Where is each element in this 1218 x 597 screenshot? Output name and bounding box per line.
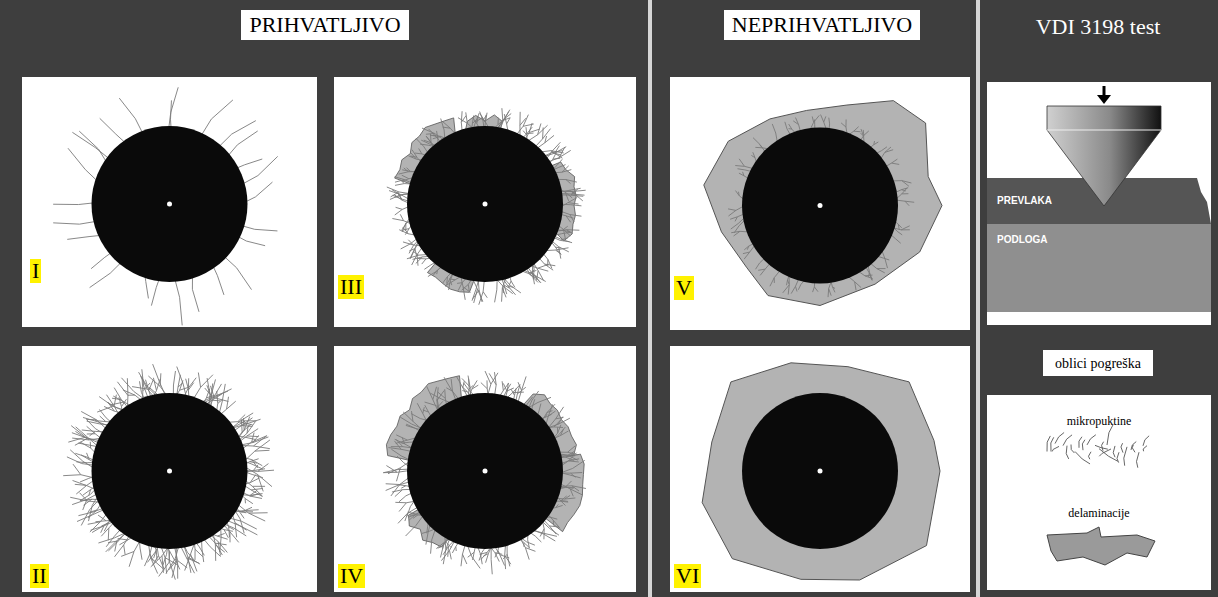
microcracks xyxy=(63,364,274,580)
panel-heading: PRIHVATLJIVO xyxy=(241,10,408,40)
sample-box: II xyxy=(22,346,317,592)
test-schematic: PREVLAKA PODLOGA xyxy=(987,82,1211,325)
case-number: III xyxy=(338,275,364,299)
microcracks xyxy=(387,108,586,305)
legend-text: mikropuktine xyxy=(1067,415,1132,428)
panel: PREVLAKA PODLOGA oblici pogreška VDI 3198 t… xyxy=(980,0,1218,597)
sample-box: VI xyxy=(670,346,970,592)
case-number: IV xyxy=(338,564,365,588)
indent-crater xyxy=(742,393,898,549)
indent-figure xyxy=(670,77,970,330)
microcracks xyxy=(728,115,914,298)
load-arrow-head xyxy=(1097,95,1111,104)
microcracks xyxy=(383,371,586,574)
case-number: V xyxy=(674,276,694,300)
indent-crater xyxy=(407,126,563,282)
divider xyxy=(976,0,980,597)
panel: IIIIIIIVPRIHVATLJIVO xyxy=(0,0,648,597)
case-number: VI xyxy=(674,564,701,588)
indent-figure xyxy=(334,346,636,592)
case-number: I xyxy=(30,259,41,283)
sample-box: I xyxy=(22,77,317,327)
indenter xyxy=(1047,106,1161,206)
legend-text: delaminacije xyxy=(1068,507,1129,520)
sample-box: IV xyxy=(334,346,636,592)
substrate-layer xyxy=(987,224,1211,312)
legend-box: mikropuktine delaminacije xyxy=(987,395,1211,590)
delamination xyxy=(702,363,940,580)
indent-centre xyxy=(167,202,172,207)
indent-crater xyxy=(92,393,248,549)
indent-centre xyxy=(483,202,488,207)
indent-figure xyxy=(334,77,636,327)
indent-figure xyxy=(670,346,970,592)
panel-heading: VDI 3198 test xyxy=(1028,12,1169,42)
sample-box: III xyxy=(334,77,636,327)
indent-centre xyxy=(483,469,488,474)
case-number: II xyxy=(30,564,49,588)
indent-crater xyxy=(407,393,563,549)
indent-centre xyxy=(818,203,823,208)
indent-figure xyxy=(22,77,317,327)
panel-heading: NEPRIHVATLJIVO xyxy=(724,10,921,40)
indenter-edge xyxy=(1047,130,1161,131)
indent-crater xyxy=(92,126,248,282)
indent-centre xyxy=(818,469,823,474)
caption-box: oblici pogreška xyxy=(1043,350,1153,376)
indent-centre xyxy=(167,469,172,474)
panel: V VI NEPRIHVATLJIVO xyxy=(652,0,976,597)
layer-label: PODLOGA xyxy=(997,234,1048,245)
legend-item: mikropuktine xyxy=(987,403,1211,487)
divider xyxy=(648,0,652,597)
sample-box: V xyxy=(670,77,970,330)
legend-item: delaminacije xyxy=(987,495,1211,579)
delamination xyxy=(704,101,942,306)
caption-text: oblici pogreška xyxy=(1055,356,1141,372)
indent-crater xyxy=(742,128,898,284)
microcracks xyxy=(53,87,278,325)
layer-label: PREVLAKA xyxy=(997,195,1052,206)
indent-figure xyxy=(22,346,317,592)
